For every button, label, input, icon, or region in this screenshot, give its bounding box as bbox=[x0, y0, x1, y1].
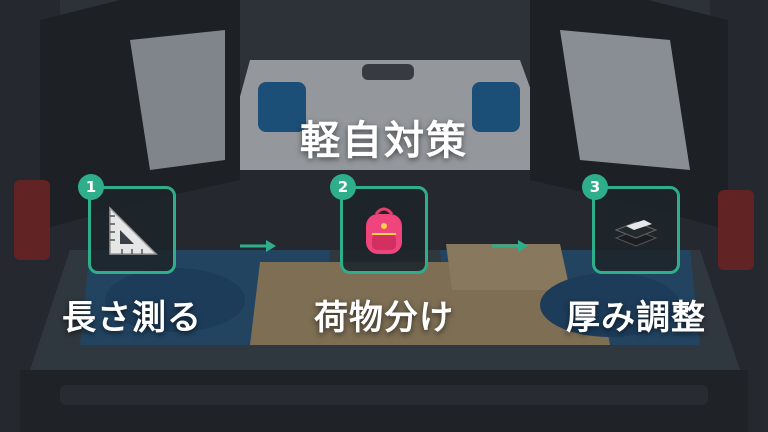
step-number-badge: 2 bbox=[330, 174, 356, 200]
pink-backpack-icon bbox=[366, 207, 402, 254]
arrow-right-icon bbox=[492, 240, 528, 252]
step-1-card: 1 bbox=[78, 174, 176, 274]
step-number-badge: 1 bbox=[78, 174, 104, 200]
step-number-badge: 3 bbox=[582, 174, 608, 200]
arrow-right-icon bbox=[240, 240, 276, 252]
folded-mattress-icon bbox=[614, 220, 658, 247]
page-title: 軽自対策 bbox=[300, 118, 468, 164]
step-3-card: 3 bbox=[582, 174, 680, 274]
step-3-label: 厚み調整 bbox=[566, 298, 706, 338]
step-2-label: 荷物分け bbox=[314, 298, 454, 338]
set-square-ruler-icon bbox=[109, 206, 158, 255]
step-2-card: 2 bbox=[330, 174, 428, 274]
step-1-label: 長さ測る bbox=[62, 298, 202, 338]
